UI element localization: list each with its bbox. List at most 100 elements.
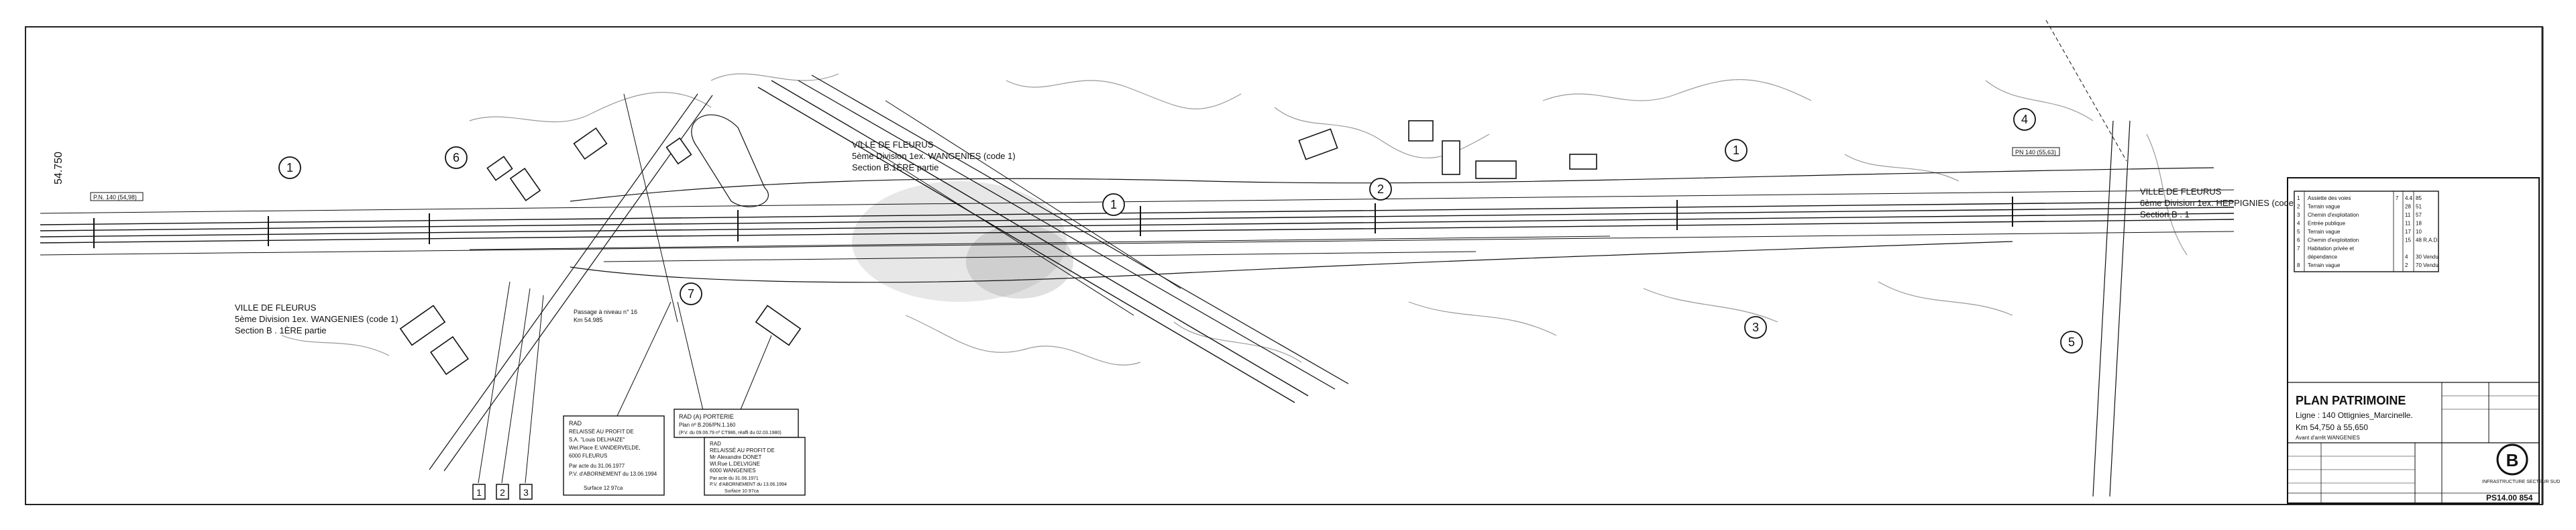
svg-text:Mr Alexandre DONET: Mr Alexandre DONET: [710, 454, 761, 460]
svg-text:Surface 12 97ca: Surface 12 97ca: [584, 485, 623, 491]
legend-col-c: 10: [2416, 229, 2422, 235]
org: INFRASTRUCTURE SECTEUR SUD: [2482, 480, 2560, 484]
legend-col-c: 70 Vendu: [2416, 262, 2438, 268]
legend-label: Chemin d'exploitation: [2308, 237, 2359, 244]
legend-col-c: 48 R.A.D.: [2416, 237, 2439, 244]
legend-col-b: 11: [2405, 212, 2411, 218]
legend-label: Terrain vague: [2308, 204, 2341, 210]
legend-num: 1: [2297, 195, 2300, 201]
legend-col-b: 2: [2405, 262, 2408, 268]
parcel-marker-2: [1369, 178, 1392, 201]
svg-text:5ème Division 1ex. WANGENIES (: 5ème Division 1ex. WANGENIES (code 1): [852, 151, 1016, 161]
svg-text:6ème Division 1ex. HEPPIGNIES: 6ème Division 1ex. HEPPIGNIES (code 1): [2140, 198, 2304, 208]
svg-text:3: 3: [523, 487, 529, 498]
svg-text:5ème Division 1ex. WANGENIES (: 5ème Division 1ex. WANGENIES (code 1): [235, 314, 398, 324]
svg-text:S.A. "Louis DELHAIZE": S.A. "Louis DELHAIZE": [569, 437, 625, 443]
legend-num: 3: [2297, 212, 2300, 218]
parcel-marker-5: [2060, 331, 2083, 354]
sncb-logo-icon: [2496, 443, 2528, 476]
svg-text:RELAISSÉ AU PROFIT DE: RELAISSÉ AU PROFIT DE: [710, 447, 775, 454]
legend-col-c: 51: [2416, 204, 2422, 210]
svg-text:(P.V. du 09.06.79 nº CT986, ré: (P.V. du 09.06.79 nº CT986, réaffi du 02…: [679, 431, 782, 435]
title-line: Ligne : 140 Ottignies_Marcinelle.: [2296, 411, 2413, 420]
svg-text:Km 54.985: Km 54.985: [574, 317, 603, 323]
parcel-marker-6: [445, 146, 468, 169]
svg-text:1: 1: [476, 487, 482, 498]
svg-text:6000 WANGENIES: 6000 WANGENIES: [710, 468, 756, 474]
svg-text:VILLE DE FLEURUS: VILLE DE FLEURUS: [852, 140, 934, 150]
legend-col-c: 85: [2416, 195, 2422, 201]
leader-lines: [478, 281, 772, 484]
place-label-top: VILLE DE FLEURUS 5ème Division 1ex. WANG…: [852, 140, 1016, 172]
km-ticks: [93, 197, 2013, 248]
km-mark: 54.750: [53, 152, 64, 184]
svg-text:Par acte du 31.06.1977: Par acte du 31.06.1977: [569, 463, 625, 469]
legend-col-b: 4: [2405, 254, 2408, 260]
legend-num: 5: [2297, 229, 2300, 235]
line-tag: P.N. 140 (54,98): [93, 194, 137, 201]
road-right: [2045, 19, 2131, 497]
svg-text:Wel.Place E.VANDERVELDE,: Wel.Place E.VANDERVELDE,: [569, 445, 641, 451]
main-tracks: [40, 167, 2235, 283]
legend-label: dépendance: [2308, 254, 2338, 260]
svg-text:Par acte du 31.06.1971: Par acte du 31.06.1971: [710, 476, 759, 481]
legend-col-b: 15: [2405, 237, 2411, 244]
legend-num: 7: [2297, 246, 2300, 252]
svg-text:5: 5: [2068, 335, 2075, 349]
parcel-marker-4: [2013, 108, 2036, 131]
note-porterie: RAD (A) PORTERIE Plan nº B.206/PN.1.160 …: [674, 409, 799, 438]
svg-text:VILLE DE FLEURUS: VILLE DE FLEURUS: [2140, 187, 2222, 197]
svg-text:6000 FLEURUS: 6000 FLEURUS: [569, 453, 607, 459]
legend-col-b: 4.4: [2405, 195, 2413, 201]
legend-col-c: 30 Vendu: [2416, 254, 2438, 260]
right-tag: PN 140 (55,63): [2015, 149, 2056, 156]
terrain-lines: [281, 73, 2188, 366]
svg-text:Plan nº B.206/PN.1.160: Plan nº B.206/PN.1.160: [679, 422, 736, 428]
crossing-label: Passage à niveau n° 16 Km 54.985: [574, 309, 637, 323]
svg-text:RAD: RAD: [569, 420, 582, 427]
legend-label: Habitation privée et: [2308, 246, 2355, 252]
svg-text:B: B: [2506, 450, 2519, 470]
note-relaisse-donet: RAD RELAISSÉ AU PROFIT DE Mr Alexandre D…: [704, 437, 806, 496]
legend-col-b: 11: [2405, 221, 2411, 227]
svg-text:VILLE DE FLEURUS: VILLE DE FLEURUS: [235, 303, 317, 313]
plan-code: PS14.00 854: [2486, 493, 2533, 502]
svg-text:RELAISSÉ AU PROFIT DE: RELAISSÉ AU PROFIT DE: [569, 429, 634, 435]
crossing-line: [757, 74, 1349, 403]
svg-text:2: 2: [500, 487, 505, 498]
svg-text:1: 1: [286, 161, 293, 174]
place-label-right: VILLE DE FLEURUS 6ème Division 1ex. HEPP…: [2140, 187, 2304, 219]
svg-text:6: 6: [453, 151, 460, 164]
svg-text:Section B . 1: Section B . 1: [2140, 209, 2190, 219]
parcel-marker-1-right: [1725, 139, 1748, 162]
sheet-frame: [25, 26, 2543, 505]
parcel-marker-1-mid: [1102, 193, 1125, 216]
svg-text:2: 2: [1377, 182, 1384, 196]
legend-label: Entrée publique: [2308, 221, 2346, 227]
svg-text:P.V. d'ABORNEMENT du 13.06.199: P.V. d'ABORNEMENT du 13.06.1994: [569, 471, 657, 477]
svg-text:Section B . 1ÈRE partie: Section B . 1ÈRE partie: [235, 325, 327, 335]
svg-text:4: 4: [2021, 113, 2028, 126]
place-label-left: VILLE DE FLEURUS 5ème Division 1ex. WANG…: [235, 303, 398, 335]
title-block: PLAN PATRIMOINE Ligne : 140 Ottignies_Ma…: [2287, 177, 2560, 504]
svg-text:1: 1: [1110, 198, 1117, 211]
svg-text:Section B.1ÈRE partie: Section B.1ÈRE partie: [852, 162, 938, 172]
legend-label: Terrain vague: [2308, 229, 2341, 235]
parcel-markers: [278, 108, 2083, 354]
legend-col-b: 28: [2405, 204, 2411, 210]
parcel-marker-7: [680, 282, 702, 305]
title: PLAN PATRIMOINE: [2296, 394, 2406, 407]
legend-col-a: 7: [2396, 195, 2399, 201]
legend-num: 4: [2297, 221, 2300, 227]
svg-text:RAD: RAD: [710, 441, 721, 447]
legend-col-b: 17: [2405, 229, 2411, 235]
parcel-marker-labels: 1 6 1 2 1 4 7 3 5: [286, 113, 2075, 349]
legend-num: 8: [2297, 262, 2300, 268]
title-km: Km 54,750 à 55,650: [2296, 423, 2368, 432]
boxed-markers: 1 2 3: [472, 484, 533, 500]
road-left: [429, 93, 713, 472]
buildings: [399, 120, 1597, 375]
